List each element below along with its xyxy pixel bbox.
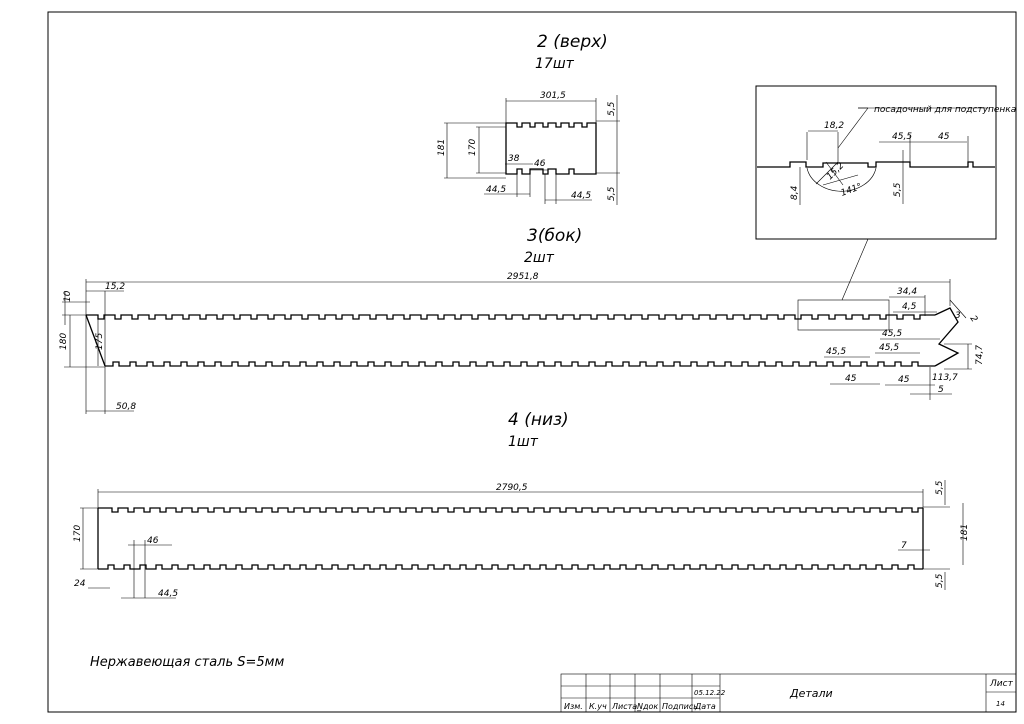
- part4-title: 4 (низ): [508, 410, 569, 430]
- detail-dim-55: 5,5: [893, 182, 903, 197]
- part2-dim-38: 38: [508, 154, 520, 164]
- title-col-kuch: К.уч: [589, 702, 607, 711]
- part2-qty: 17шт: [535, 56, 575, 72]
- part3-dim-455a: 45,5: [882, 329, 902, 339]
- title-sheet-number: 14: [996, 700, 1005, 708]
- part3-dim-45a: 4,5: [902, 302, 917, 312]
- part3-detail-marker: [797, 299, 890, 331]
- part3-dim-3: 3: [955, 311, 961, 321]
- part2-dim-length: 301,5: [540, 91, 566, 101]
- part3-dim-5: 5: [938, 385, 944, 395]
- part3-dim-45c: 45: [898, 375, 910, 385]
- detail-dim-angle: 141°: [840, 182, 864, 199]
- detail-dim-455: 45,5: [892, 132, 912, 142]
- part2-dim-outer-h: 181: [437, 139, 447, 156]
- detail-dim-18: 18,2: [824, 121, 844, 131]
- part3-dim-175: 175: [95, 333, 105, 350]
- part4-dim-bot55: 5,5: [935, 573, 945, 588]
- part2-dim-44a: 44,5: [486, 185, 506, 195]
- part3-dim-455c: 45,5: [826, 347, 846, 357]
- part4-dimensions: [80, 480, 964, 599]
- part2-dim-44b: 44,5: [571, 191, 591, 201]
- part4-dim-46: 46: [147, 536, 159, 546]
- part3-dim-2: 2: [968, 314, 980, 325]
- part3-title: 3(бок): [527, 226, 582, 246]
- part2-dim-bot-gap: 5,5: [607, 186, 617, 201]
- part4-dim-7: 7: [901, 541, 907, 551]
- part3-qty: 2шт: [524, 250, 555, 266]
- part4-dim-top55: 5,5: [935, 480, 945, 495]
- title-name: Детали: [789, 687, 833, 700]
- title-col-ndok: N̲док: [636, 702, 658, 711]
- part4-dim-181: 181: [960, 524, 970, 541]
- part4-dim-445: 44,5: [158, 589, 178, 599]
- material-note: Нержавеющая сталь S=5мм: [90, 655, 284, 670]
- part3-dim-152: 15,2: [105, 282, 125, 292]
- title-col-lista: Листа: [611, 702, 637, 711]
- part3-dim-180: 180: [59, 333, 69, 350]
- title-date: 05.12.22: [694, 689, 726, 697]
- title-col-data: Дата: [694, 702, 716, 711]
- part3-dimensions: [62, 279, 972, 414]
- part2-dim-inner-h: 170: [468, 139, 478, 156]
- part3-outline: [85, 307, 960, 367]
- detail-view-profile: [757, 107, 995, 205]
- detail-callout-note: посадочный для подступенка: [874, 105, 1016, 115]
- part2-dim-46: 46: [534, 159, 546, 169]
- part4-dim-170: 170: [73, 525, 83, 542]
- part3-dim-344: 34,4: [897, 287, 917, 297]
- part2-dim-top-gap: 5,5: [607, 101, 617, 116]
- part3-dim-455b: 45,5: [879, 343, 899, 353]
- part2-dimensions: [444, 95, 620, 205]
- part2-outline: [505, 122, 597, 175]
- part3-dim-45b: 45: [845, 374, 857, 384]
- detail-dim-45: 45: [938, 132, 950, 142]
- part3-dim-total: 2951,8: [507, 272, 539, 282]
- detail-view-frame: [755, 85, 997, 240]
- title-col-izm: Изм.: [564, 702, 583, 711]
- title-block: [560, 673, 1017, 713]
- part3-dim-10: 10: [63, 290, 73, 302]
- part2-title: 2 (верх): [537, 32, 608, 52]
- detail-leader-line: [841, 238, 869, 301]
- part3-dim-747: 74,7: [975, 345, 985, 365]
- part4-dim-24: 24: [74, 579, 86, 589]
- part3-dim-1137: 113,7: [932, 373, 958, 383]
- sheet-frame: [47, 11, 1017, 713]
- part4-outline: [97, 507, 924, 570]
- detail-dim-84: 8,4: [790, 185, 800, 200]
- part3-dim-508: 50,8: [116, 402, 136, 412]
- title-sheet-label: Лист: [989, 679, 1014, 689]
- title-col-podpis: Подпись: [662, 702, 698, 711]
- part4-qty: 1шт: [508, 434, 539, 450]
- part4-dim-total: 2790,5: [496, 483, 528, 493]
